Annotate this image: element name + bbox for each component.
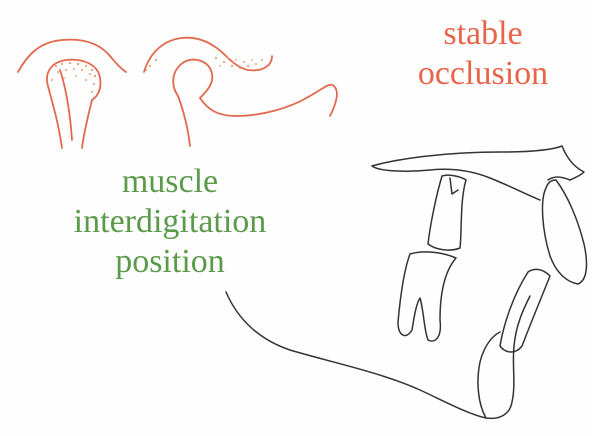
condyle-neck-left [48, 86, 62, 148]
stable-occlusion-line-1: stable [374, 14, 592, 54]
condyle-neck-side [178, 96, 190, 146]
upper-incisor [543, 180, 587, 284]
muscle-position-line-1: muscle [40, 162, 300, 202]
condyle-neck-right [82, 100, 92, 148]
maxilla-lower-edge [372, 166, 540, 200]
upper-molar [428, 175, 466, 250]
eminence-ramus [200, 85, 337, 116]
muscle-position-label: muscle interdigitation position [40, 162, 300, 282]
palatal-plane [372, 146, 584, 180]
muscle-position-line-2: interdigitation [40, 202, 300, 242]
tmj-front-view [18, 40, 126, 148]
lower-molar [398, 252, 456, 341]
upper-molar-root [450, 178, 458, 194]
stipple-front [51, 62, 96, 93]
condyle-head-side [173, 60, 212, 98]
mandible-symphysis [478, 332, 500, 418]
stable-occlusion-line-2: occlusion [374, 54, 592, 94]
mandible-outline [226, 292, 530, 418]
stable-occlusion-label: stable occlusion [374, 14, 592, 94]
lower-incisor [500, 269, 550, 352]
tmj-side-view [144, 38, 337, 146]
fossa-outline-front [18, 40, 126, 72]
muscle-position-line-3: position [40, 242, 300, 282]
condyle-inner-line [60, 70, 72, 140]
